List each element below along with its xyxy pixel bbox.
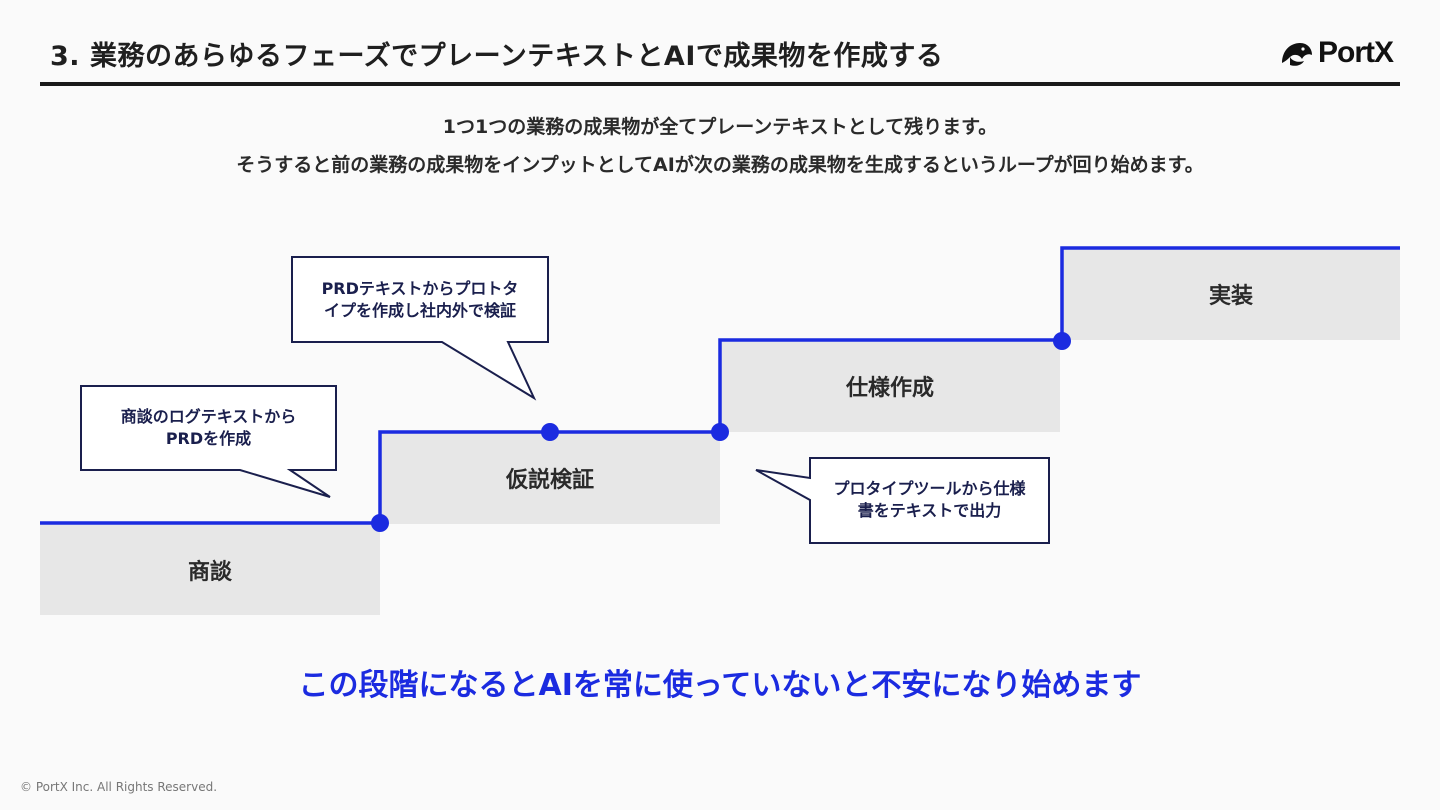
step-dot-1 — [371, 514, 389, 532]
step-sales-meeting: 商談 — [40, 524, 380, 615]
portx-logo-text: PortX — [1318, 36, 1394, 69]
callout-1-line-1: 商談のログテキストから — [120, 407, 297, 426]
callout-2-line-2: イプを作成し社内外で検証 — [323, 301, 516, 320]
step-implementation: 実装 — [1062, 248, 1400, 340]
step-label: 仕様作成 — [845, 376, 934, 401]
portx-logo: PortX — [1278, 36, 1394, 70]
step-hypothesis-validation: 仮説検証 — [380, 432, 720, 524]
callout-bubble-1 — [80, 385, 337, 498]
portx-logo-icon — [1282, 43, 1312, 66]
callout-text-3: プロタイプツールから仕様 書をテキストで出力 — [810, 478, 1049, 522]
callout-3-line-1: プロタイプツールから仕様 — [833, 479, 1026, 498]
staircase-line — [40, 246, 1400, 525]
callout-bubble-2 — [291, 256, 549, 401]
copyright-footer: © PortX Inc. All Rights Reserved. — [20, 780, 218, 794]
callout-text-1: 商談のログテキストから PRDを作成 — [81, 406, 336, 450]
step-label: 仮説検証 — [505, 468, 594, 493]
lead-line-1: 1つ1つの業務の成果物が全てプレーンテキストとして残ります。 — [442, 116, 998, 138]
step-dot-4 — [1053, 332, 1071, 350]
key-message: この段階になるとAIを常に使っていないと不安になり始めます — [298, 668, 1142, 703]
page-title: 3. 業務のあらゆるフェーズでプレーンテキストとAIで成果物を作成する — [50, 41, 944, 72]
step-label: 商談 — [187, 559, 232, 585]
callout-1-line-2: PRDを作成 — [165, 429, 252, 448]
step-specification: 仕様作成 — [720, 340, 1060, 432]
header-rule — [40, 82, 1400, 86]
step-dot-3 — [711, 423, 729, 441]
step-label: 実装 — [1208, 284, 1253, 309]
step-dot-2 — [541, 423, 559, 441]
callout-text-2: PRDテキストからプロトタ イプを作成し社内外で検証 — [292, 278, 548, 322]
lead-line-2: そうすると前の業務の成果物をインプットとしてAIが次の業務の成果物を生成するとい… — [236, 154, 1204, 176]
callout-2-line-1: PRDテキストからプロトタ — [321, 279, 519, 298]
callout-3-line-2: 書をテキストで出力 — [857, 501, 1002, 520]
callout-bubble-3 — [755, 457, 1050, 544]
